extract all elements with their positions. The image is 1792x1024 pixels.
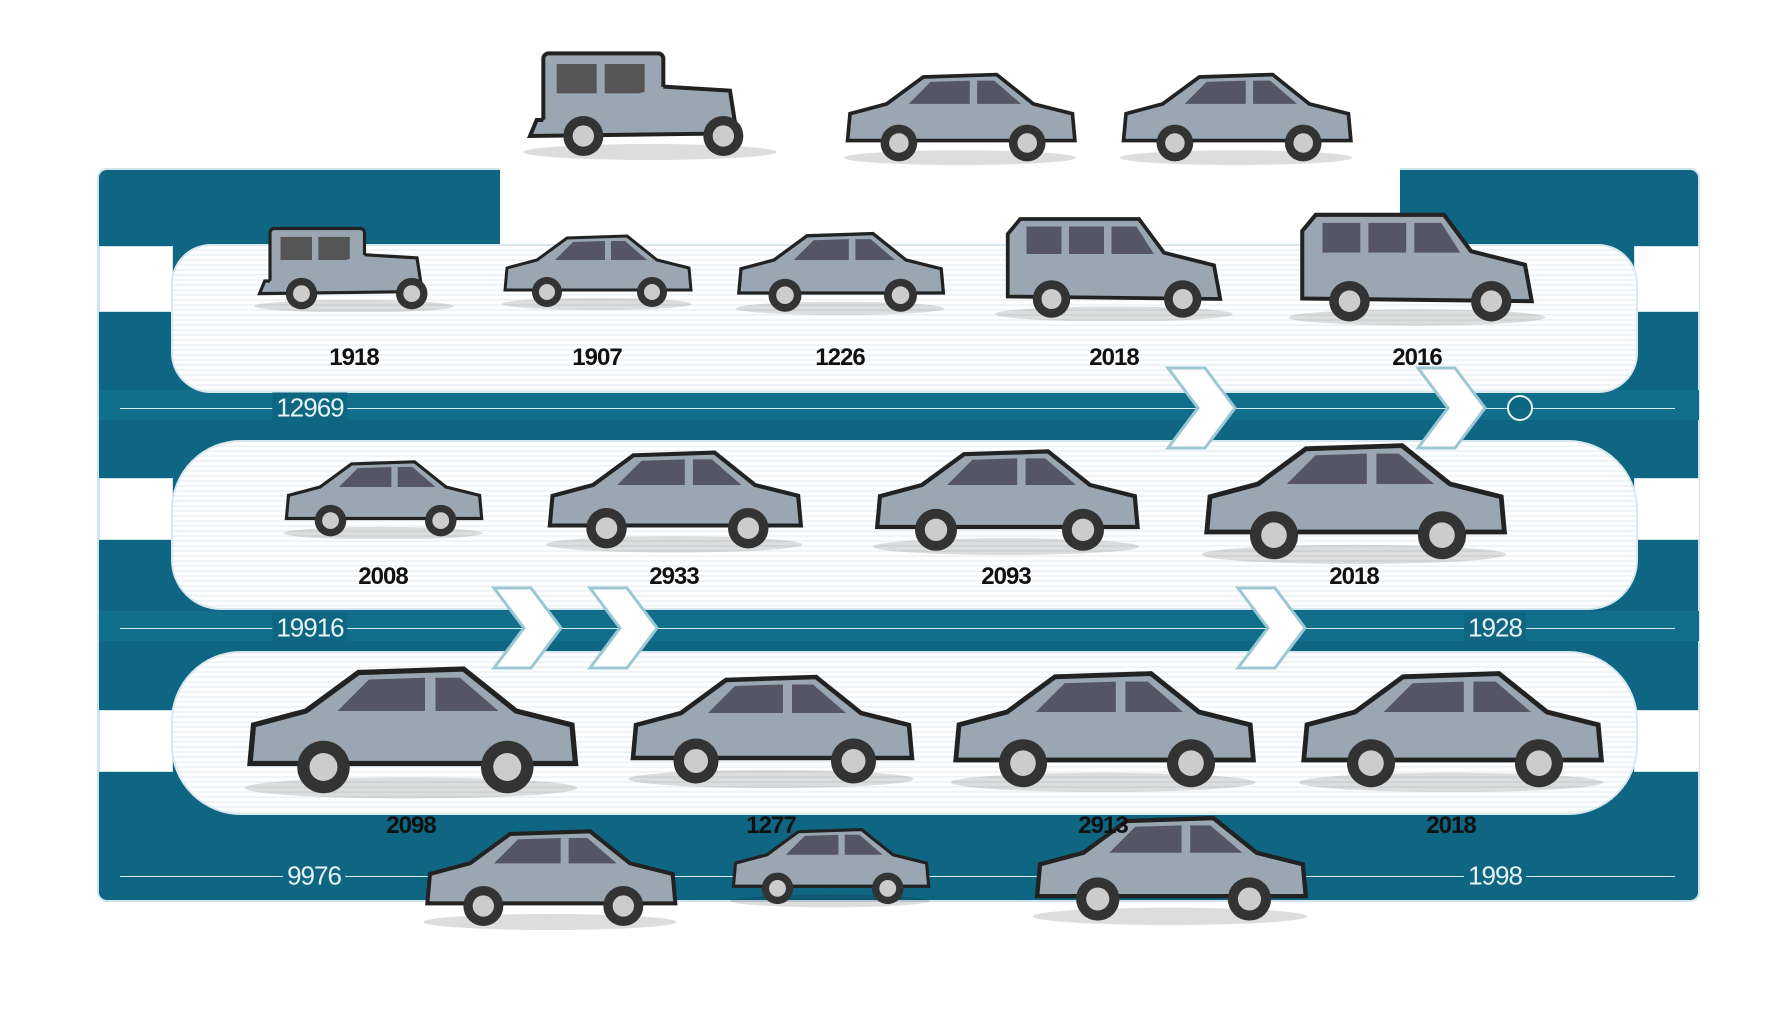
chevron-right-icon [486, 583, 566, 678]
chevron-right-icon [582, 583, 662, 678]
coupe-car-icon [415, 810, 685, 935]
top-notch [500, 166, 1400, 244]
sedan-car-icon [1291, 648, 1611, 797]
sedan-car-icon [730, 216, 950, 320]
chevron-right-icon [1230, 583, 1310, 678]
circle-marker-icon [1507, 395, 1533, 421]
year-label: 1226 [815, 344, 865, 371]
side-label-right: 1928 [1464, 612, 1526, 644]
side-label-left: 9976 [283, 860, 345, 892]
year-label: 2008 [358, 563, 408, 590]
year-label: 1907 [572, 344, 622, 371]
sports-car-icon [725, 810, 935, 915]
year-label: 1918 [329, 344, 379, 371]
sedan-car-icon [621, 653, 921, 793]
year-label: 2018 [1329, 563, 1379, 590]
year-label: 2933 [649, 563, 699, 590]
lane-stub [99, 710, 173, 772]
suv-car-icon [1282, 204, 1552, 331]
year-label: 2913 [1078, 812, 1128, 839]
coupe-car-icon [866, 429, 1146, 560]
sedan-car-icon [1111, 55, 1361, 170]
lane-stub [99, 246, 173, 312]
lane-stub [1634, 478, 1700, 540]
timeline-track-1 [99, 390, 1699, 420]
lane-stub [1634, 246, 1700, 312]
sedan-car-icon [943, 648, 1263, 797]
divider-line [120, 628, 1675, 629]
lane-stub [1634, 710, 1700, 772]
concept-car-icon [278, 445, 488, 545]
sedan-car-icon [835, 55, 1085, 170]
sedan-car-icon [1194, 420, 1514, 569]
wagon-car-icon [1005, 795, 1335, 930]
timeline-track-2 [99, 611, 1699, 641]
chevron-right-icon [1160, 363, 1240, 458]
year-label: 2098 [386, 812, 436, 839]
sedan-car-icon [236, 641, 586, 804]
year-label: 2093 [981, 563, 1031, 590]
coupe-car-icon [539, 431, 809, 558]
vintage-car-icon [249, 218, 459, 318]
side-label-right: 1998 [1464, 860, 1526, 892]
lane-stub [99, 478, 173, 540]
divider-line [120, 408, 1675, 409]
side-label-left: 12969 [272, 392, 348, 424]
year-label: 2018 [1426, 812, 1476, 839]
chevron-right-icon [1410, 363, 1490, 458]
year-label: 1277 [746, 812, 796, 839]
vintage-car-icon [500, 40, 800, 165]
suv-car-icon [989, 209, 1239, 327]
sedan-car-icon [497, 220, 697, 315]
side-label-left: 19916 [272, 612, 348, 644]
year-label: 2018 [1089, 344, 1139, 371]
